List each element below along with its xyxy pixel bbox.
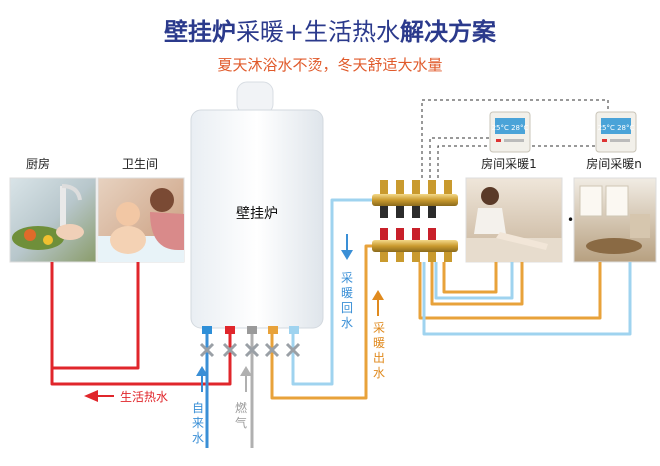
arrow-heating-supply [372,290,384,300]
valves [199,342,301,358]
svg-text:暖: 暖 [341,286,353,300]
title-part-heating: 采暖+生活热水 [236,18,400,46]
flow-arrows [84,234,384,402]
thermostat-1: 25°C 28°C [489,111,531,153]
pipe-network [50,198,632,448]
label-heating-supply: 采 暖 出 水 [373,321,385,380]
svg-text:燃: 燃 [235,400,247,415]
room-n-photo [573,177,657,263]
room-1-photo [465,177,563,263]
thermostat-wires [421,99,609,178]
thermostat-2-reading: 25°C 28°C [598,124,635,132]
label-hot-water: 生活热水 [120,390,168,404]
svg-text:水: 水 [373,366,385,380]
arrow-heating-return [341,250,353,260]
thermostat-2: 25°C 28°C [595,111,637,153]
title-part-solution: 解决方案 [400,18,497,46]
boiler-unit: 壁挂炉 [190,81,324,334]
label-gas: 燃 气 [235,400,247,430]
svg-text:出: 出 [373,351,385,365]
thermostat-1-reading: 25°C 28°C [492,124,529,132]
svg-text:水: 水 [341,316,353,330]
label-heating-return: 采 暖 回 水 [341,271,353,330]
svg-text:采: 采 [373,321,385,335]
svg-text:气: 气 [235,415,247,430]
arrow-gas [240,366,252,376]
svg-text:水: 水 [192,431,204,445]
manifold [372,180,458,262]
label-tap-water: 自 来 水 [192,401,204,445]
boiler-label: 壁挂炉 [236,206,278,222]
svg-text:回: 回 [341,301,353,315]
label-room-1: 房间采暖1 [481,156,537,171]
kitchen-photo [9,177,97,263]
svg-text:自: 自 [192,401,204,415]
svg-text:来: 来 [192,416,204,430]
title-part-boiler: 壁挂炉 [164,18,236,46]
bathroom-photo [97,177,185,263]
page-subtitle: 夏天沐浴水不烫，冬天舒适大水量 [217,56,442,74]
label-bathroom: 卫生间 [122,157,158,171]
label-kitchen: 厨房 [26,156,50,171]
arrow-tap-water [196,366,208,376]
svg-text:暖: 暖 [373,336,385,350]
page-title: 壁挂炉采暖+生活热水解决方案 [164,18,497,46]
svg-text:采: 采 [341,271,353,285]
arrow-hot-water [84,390,98,402]
label-room-n: 房间采暖n [586,156,642,171]
